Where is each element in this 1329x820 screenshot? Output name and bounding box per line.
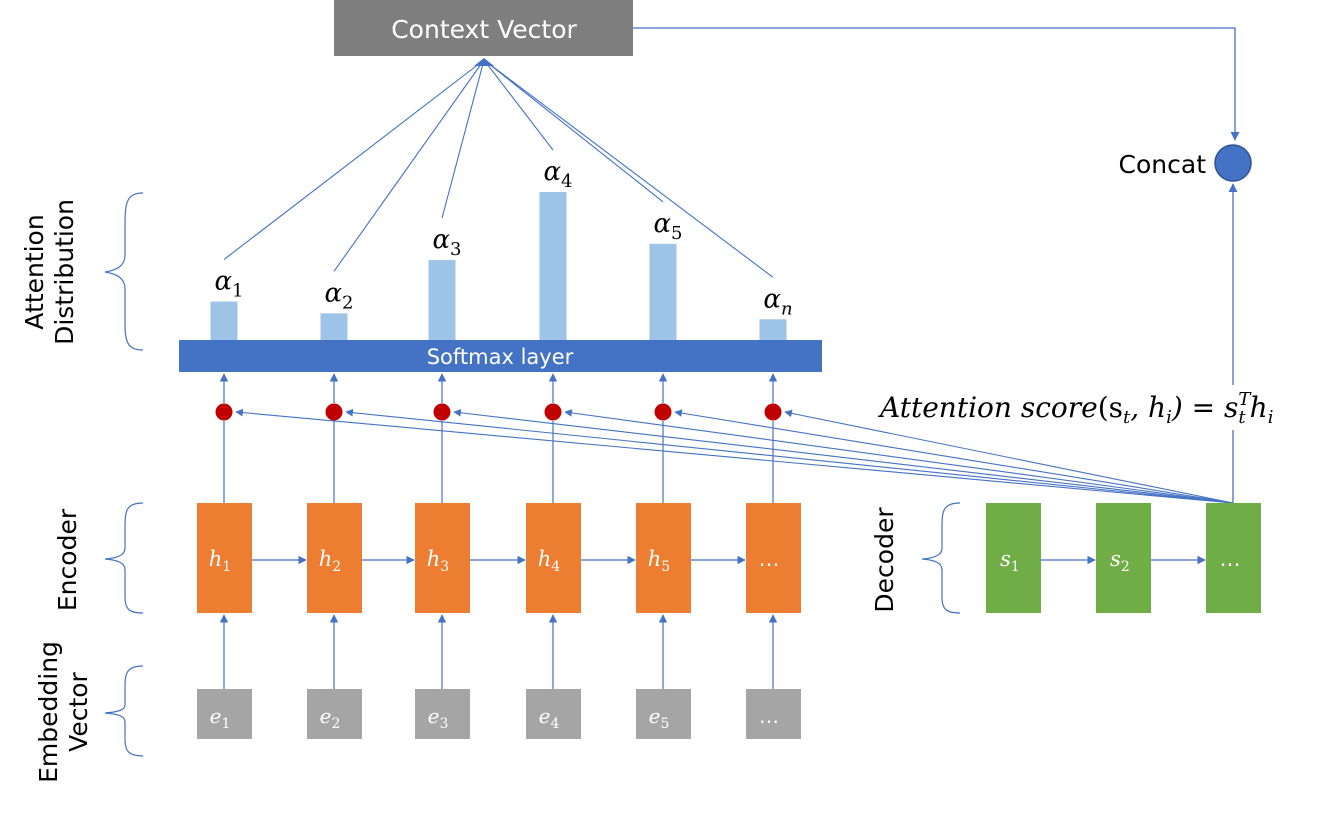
softmax-label: Softmax layer bbox=[427, 345, 574, 369]
attention-bar-6 bbox=[759, 319, 787, 340]
alpha-to-context-line-6 bbox=[483, 59, 774, 278]
decoder-label: Decoder bbox=[870, 507, 899, 613]
formula-lhs: Attention score bbox=[877, 391, 1098, 424]
embedding-cell-6 bbox=[746, 689, 801, 739]
formula-bg bbox=[878, 385, 1318, 430]
encoder-cell-2 bbox=[307, 503, 362, 613]
embedding-label-line2: Vector bbox=[64, 671, 93, 751]
concat-node bbox=[1214, 144, 1252, 182]
encoder-cell-6 bbox=[746, 503, 801, 613]
decoder-cell-label-2: s2 bbox=[1110, 547, 1130, 575]
attention-bar-5 bbox=[649, 243, 677, 340]
embedding-cell-label-6: … bbox=[759, 704, 779, 728]
embedding-cell-label-2: e2 bbox=[320, 704, 341, 732]
attention-bar-4 bbox=[539, 192, 567, 340]
encoder-cell-label-2: h2 bbox=[319, 547, 341, 575]
decoder-to-score-arrow-3 bbox=[453, 408, 1234, 504]
decoder-brace bbox=[921, 502, 961, 614]
encoder-cell-label-4: h4 bbox=[538, 547, 561, 575]
alpha-label-2: α2 bbox=[324, 278, 353, 313]
encoder-cell-3 bbox=[415, 503, 470, 613]
decoder-cell-3 bbox=[1206, 503, 1261, 613]
score-dot-5 bbox=[654, 403, 672, 421]
diagram-dynamic-layer: α1 α2 α3 α4 α5 αn h1 h2 h3 h4 h5 … e1 e2 e3 e4 e5 … s1 s2 … bbox=[197, 58, 1261, 739]
attention-bar-1 bbox=[210, 301, 238, 340]
alpha-to-context-line-3 bbox=[441, 59, 485, 219]
alpha-label-4: α4 bbox=[543, 157, 572, 192]
context-vector-box bbox=[334, 0, 633, 56]
embedding-cell-label-3: e3 bbox=[428, 704, 449, 732]
decoder-to-score-arrow-1 bbox=[235, 408, 1234, 504]
encoder-cell-label-1: h1 bbox=[209, 547, 231, 575]
attention-bar-3 bbox=[428, 260, 456, 340]
decoder-to-score-arrow-2 bbox=[345, 408, 1234, 504]
attention-bar-2 bbox=[320, 313, 348, 340]
alpha-to-context-line-1 bbox=[223, 59, 485, 260]
embedding-cell-3 bbox=[415, 689, 470, 739]
attention-label-line2: Distribution bbox=[50, 199, 79, 345]
alpha-to-context-line-4 bbox=[483, 59, 554, 151]
embedding-cell-5 bbox=[636, 689, 691, 739]
score-dot-6 bbox=[764, 403, 782, 421]
section-label-attention: Attention Distribution bbox=[20, 199, 79, 345]
encoder-cell-label-6: … bbox=[759, 547, 780, 571]
alpha-label-1: α1 bbox=[214, 267, 243, 302]
score-dot-4 bbox=[544, 403, 562, 421]
softmax-layer bbox=[179, 340, 822, 372]
embedding-cell-4 bbox=[526, 689, 581, 739]
encoder-label: Encoder bbox=[53, 508, 82, 611]
concat-label: Concat bbox=[1119, 150, 1207, 179]
attention-brace bbox=[104, 192, 144, 351]
context-vector: Context Vector bbox=[334, 0, 633, 56]
embedding-brace bbox=[104, 665, 144, 757]
embedding-cell-1 bbox=[197, 689, 252, 739]
alpha-to-context-line-2 bbox=[333, 59, 485, 272]
decoder-to-score-arrow-5 bbox=[674, 409, 1234, 504]
score-dot-3 bbox=[433, 403, 451, 421]
embedding-cell-label-1: e1 bbox=[210, 704, 231, 732]
alpha-label-5: α5 bbox=[653, 209, 682, 244]
embedding-cell-label-4: e4 bbox=[539, 704, 560, 732]
context-to-concat-arrow bbox=[633, 27, 1240, 141]
embedding-cell-label-5: e5 bbox=[649, 704, 670, 732]
encoder-cell-5 bbox=[636, 503, 691, 613]
embedding-cell-2 bbox=[307, 689, 362, 739]
encoder-cell-label-3: h3 bbox=[427, 547, 449, 575]
attention-label-line1: Attention bbox=[20, 214, 49, 329]
encoder-brace bbox=[104, 502, 144, 614]
score-dot-1 bbox=[215, 403, 233, 421]
encoder-cell-4 bbox=[526, 503, 581, 613]
encoder-cell-label-5: h5 bbox=[648, 547, 670, 575]
decoder-cell-label-3: … bbox=[1220, 547, 1241, 571]
context-input-arrowhead bbox=[474, 58, 494, 66]
alpha-label-3: α3 bbox=[432, 225, 461, 260]
decoder-to-score-arrow-4 bbox=[564, 409, 1234, 504]
embedding-label-line1: Embedding bbox=[34, 641, 63, 783]
score-dot-2 bbox=[325, 403, 343, 421]
encoder-cell-1 bbox=[197, 503, 252, 613]
decoder-cell-label-1: s1 bbox=[1000, 547, 1020, 575]
alpha-label-6: αn bbox=[763, 284, 792, 319]
decoder-cell-1 bbox=[986, 503, 1041, 613]
context-vector-label: Context Vector bbox=[391, 15, 577, 44]
decoder-cell-2 bbox=[1096, 503, 1151, 613]
alpha-to-context-line-5 bbox=[483, 59, 664, 203]
section-label-embedding: Embedding Vector bbox=[34, 641, 93, 783]
decoder-to-score-arrow-6 bbox=[784, 409, 1234, 504]
